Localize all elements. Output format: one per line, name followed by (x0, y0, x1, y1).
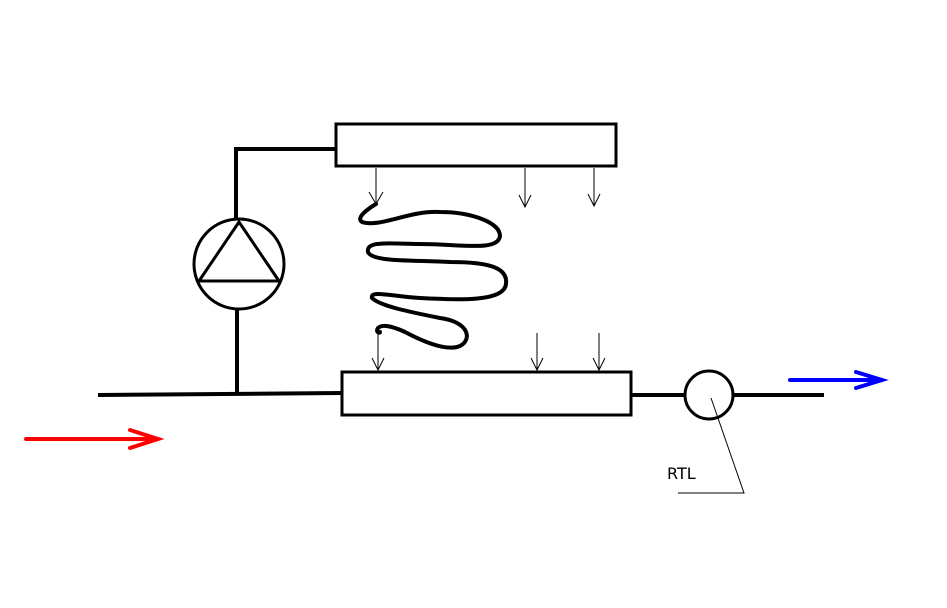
heating-coil (358, 202, 509, 350)
inlet-flow-arrow (24, 428, 165, 450)
upper-manifold (334, 122, 618, 168)
lower-manifold (340, 370, 633, 417)
pump-supply-pipe-upper (234, 147, 337, 222)
circulation-pump-icon (192, 217, 286, 311)
outlet-flow-arrow (788, 370, 889, 390)
thermostatic-valve-icon (683, 369, 735, 421)
lower-downflow-arrows (371, 330, 606, 372)
valve-label: RTL (667, 464, 696, 483)
inlet-pipe (97, 391, 343, 397)
valve-leader-line (678, 397, 745, 494)
upper-downflow-arrows (368, 168, 601, 209)
